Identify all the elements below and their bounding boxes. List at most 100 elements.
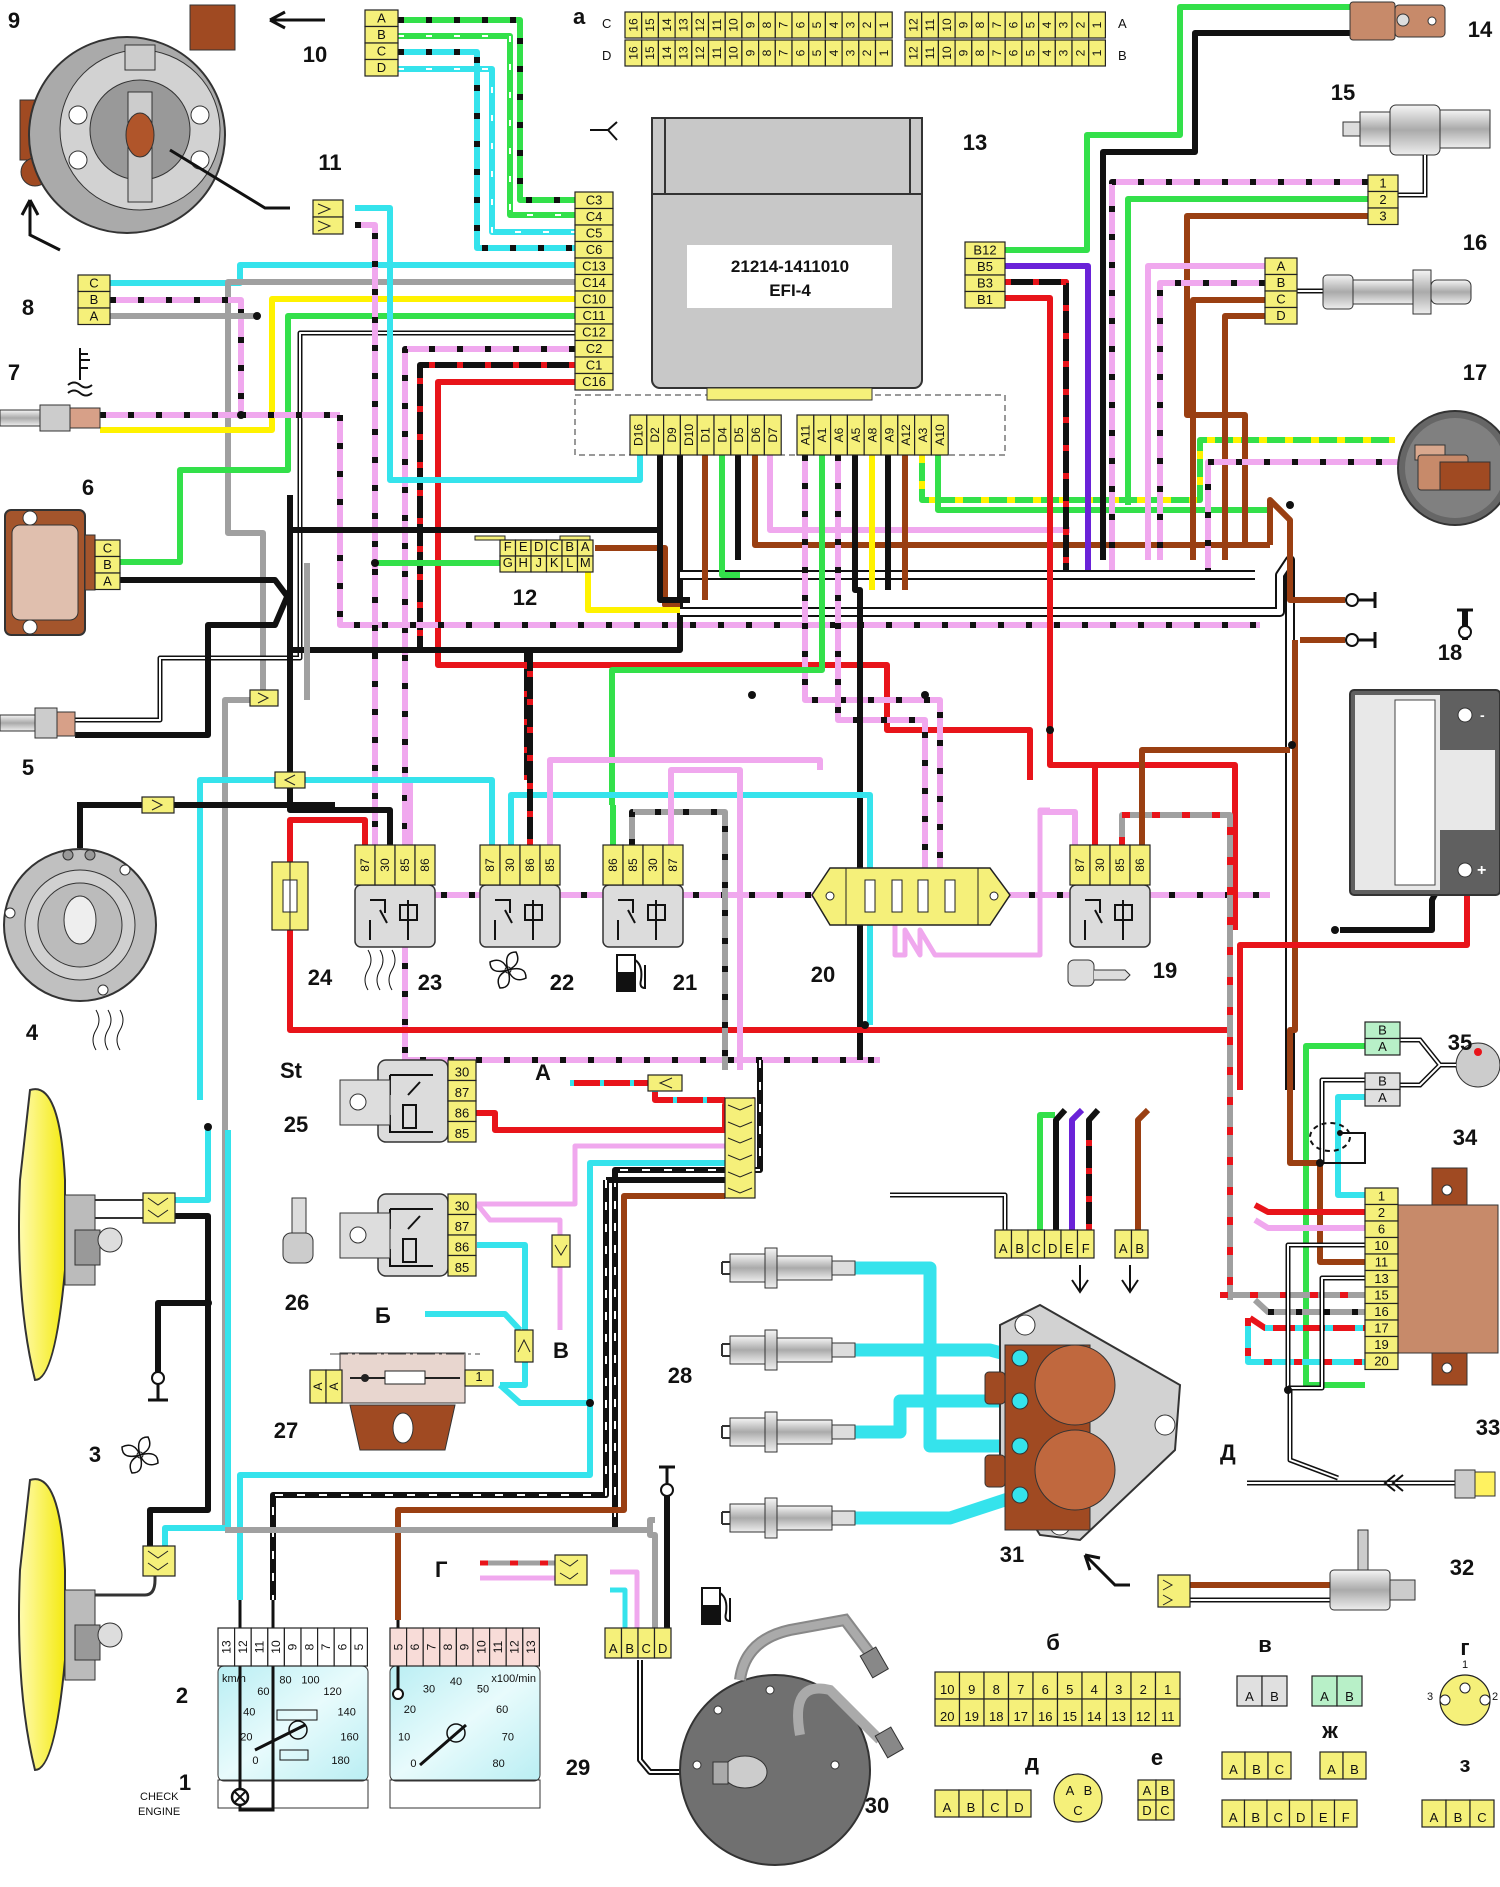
wire-black-a5 xyxy=(852,455,863,1060)
conn-10-pin-A: A xyxy=(377,11,386,26)
tacho-tick-50: 50 xyxy=(477,1684,489,1696)
ecu-b-pin-B1: B1 xyxy=(977,292,993,307)
conn-a-row-b-cell xyxy=(1088,39,1106,67)
fuse-24 xyxy=(271,861,309,931)
conn-a-row-a-pin-3: 3 xyxy=(1057,21,1071,28)
heat-waves-icon xyxy=(364,949,396,991)
conn-a-row-c-pin-8: 8 xyxy=(760,21,774,28)
conn-12-top-pin-F: F xyxy=(504,539,512,554)
tacho-pin-8: 8 xyxy=(441,1643,455,1650)
ecu-a-pin-A11: A11 xyxy=(798,424,812,445)
heater-4 xyxy=(3,848,157,1051)
conn-pump-cell xyxy=(653,1627,672,1659)
plug-terminal xyxy=(831,1510,856,1526)
callout-35: 35 xyxy=(1448,1030,1472,1055)
conn-ign-pin-E: E xyxy=(1065,1241,1074,1256)
legend-d-four-pin-D: D xyxy=(1014,1800,1023,1815)
throttle-body-9 xyxy=(19,4,325,252)
relay-22-pin-87: 87 xyxy=(483,858,497,872)
wire-cyan-B xyxy=(425,1311,523,1333)
conn-16-pin-A: A xyxy=(1277,259,1286,274)
conn-12-top-pin-E: E xyxy=(519,539,528,554)
legend-b-row2-pin-15: 15 xyxy=(1063,1709,1077,1724)
inline-connector-A xyxy=(647,1074,683,1092)
conn-a-row-a-pin-1: 1 xyxy=(1090,21,1104,28)
connector-15: 123 xyxy=(1367,174,1399,226)
speedo-pin-8: 8 xyxy=(302,1643,316,1650)
legend-b-row1-cell xyxy=(1081,1671,1108,1700)
ecu-d-pin-D1: D1 xyxy=(699,427,713,443)
fuel-icon-30 xyxy=(701,1587,731,1625)
relay-21-cell xyxy=(662,844,684,886)
conn-a-row-b-pin-6: 6 xyxy=(1007,49,1021,56)
speedo-tick-0: 0 xyxy=(252,1755,258,1767)
conn-16-pin-D: D xyxy=(1276,308,1285,323)
spark-plug-1 xyxy=(721,1247,856,1289)
lambda-sensor-16 xyxy=(1280,269,1472,315)
legend-b-row1-pin-9: 9 xyxy=(968,1682,975,1697)
legend-e-bottom-pin-C: C xyxy=(1160,1803,1169,1818)
conn-a-row-c-pin-12: 12 xyxy=(693,18,707,32)
fan-icon xyxy=(121,1436,159,1474)
callout-12: 12 xyxy=(513,585,537,610)
legend-b-row2-cell xyxy=(1081,1698,1108,1727)
callout-18: 18 xyxy=(1438,640,1462,665)
wire-grey-red-19-85 xyxy=(1119,812,1233,1300)
tacho-pin-9: 9 xyxy=(458,1643,472,1650)
legend-b-row2-cell xyxy=(1130,1698,1157,1727)
connector-11 xyxy=(312,199,344,235)
conn-10-pin-B: B xyxy=(377,27,386,42)
wire-cyan-plug3 xyxy=(855,1394,1020,1439)
legend-zh-three-pin-B: B xyxy=(1252,1762,1261,1777)
conn-8-pin-B: B xyxy=(90,292,99,307)
legend-v-grey-pin-B: B xyxy=(1270,1689,1279,1704)
conn-15-pin-2: 2 xyxy=(1379,192,1386,207)
tacho-pin-12: 12 xyxy=(508,1640,522,1654)
row-a-label: A xyxy=(1118,16,1127,31)
tacho-tick-20: 20 xyxy=(404,1704,416,1716)
callout-2: 2 xyxy=(176,1683,188,1708)
plug-hex xyxy=(764,1247,778,1289)
conn-a-row-c-pin-3: 3 xyxy=(843,21,857,28)
conn-a-row-c-pin-6: 6 xyxy=(793,21,807,28)
conn-15-pin-1: 1 xyxy=(1379,176,1386,191)
ignition-coil-31 xyxy=(984,1265,1182,1587)
multi-connector xyxy=(724,1097,756,1199)
wire-green-white xyxy=(398,33,575,218)
tacho-tick-40: 40 xyxy=(450,1676,462,1688)
plug-thread xyxy=(729,1503,766,1533)
legend-b-row1-pin-4: 4 xyxy=(1091,1682,1098,1697)
wire-brown-12 xyxy=(595,545,680,608)
relay-22-body xyxy=(479,884,561,948)
conn-a-row-a-pin-9: 9 xyxy=(956,21,970,28)
conn-6-pin-C: C xyxy=(103,541,112,556)
plug-hex xyxy=(764,1497,778,1539)
inline-connector-V xyxy=(551,1234,571,1268)
relay-23-pin-30: 30 xyxy=(378,858,392,872)
relay-25-cell xyxy=(447,1120,477,1143)
legend-d-four-cell xyxy=(1006,1789,1032,1818)
spark-plugs-28 xyxy=(721,1247,856,1539)
conn-12-bottom-cell xyxy=(576,555,594,573)
conn-27-left-pin-A: A xyxy=(311,1382,325,1390)
wire-grey-pump xyxy=(647,1517,658,1630)
plug-terminal xyxy=(831,1424,856,1440)
legend-zh-six-pin-E: E xyxy=(1319,1810,1328,1825)
ecu-b-pin-B12: B12 xyxy=(973,243,996,258)
conn-27-left-pin-A: A xyxy=(327,1382,341,1390)
wire-cyan-red-pump xyxy=(610,1587,628,1630)
callout-5: 5 xyxy=(22,755,34,780)
plug-insulator xyxy=(776,1337,833,1363)
conn-12-bottom-pin-G: G xyxy=(503,555,513,570)
plug-insulator xyxy=(776,1255,833,1281)
callout-17: 17 xyxy=(1463,360,1487,385)
sensor-6 xyxy=(4,509,96,636)
wire-red-b1 xyxy=(1005,295,1238,930)
speedo-tick-120: 120 xyxy=(323,1686,341,1698)
conn-pump-pin-B: B xyxy=(625,1641,634,1656)
callout-24: 24 xyxy=(308,965,333,990)
callout-4: 4 xyxy=(26,1020,39,1045)
conn-35-bottom-pin-B: B xyxy=(1378,1074,1387,1089)
wire-red-c16 xyxy=(435,379,1033,780)
